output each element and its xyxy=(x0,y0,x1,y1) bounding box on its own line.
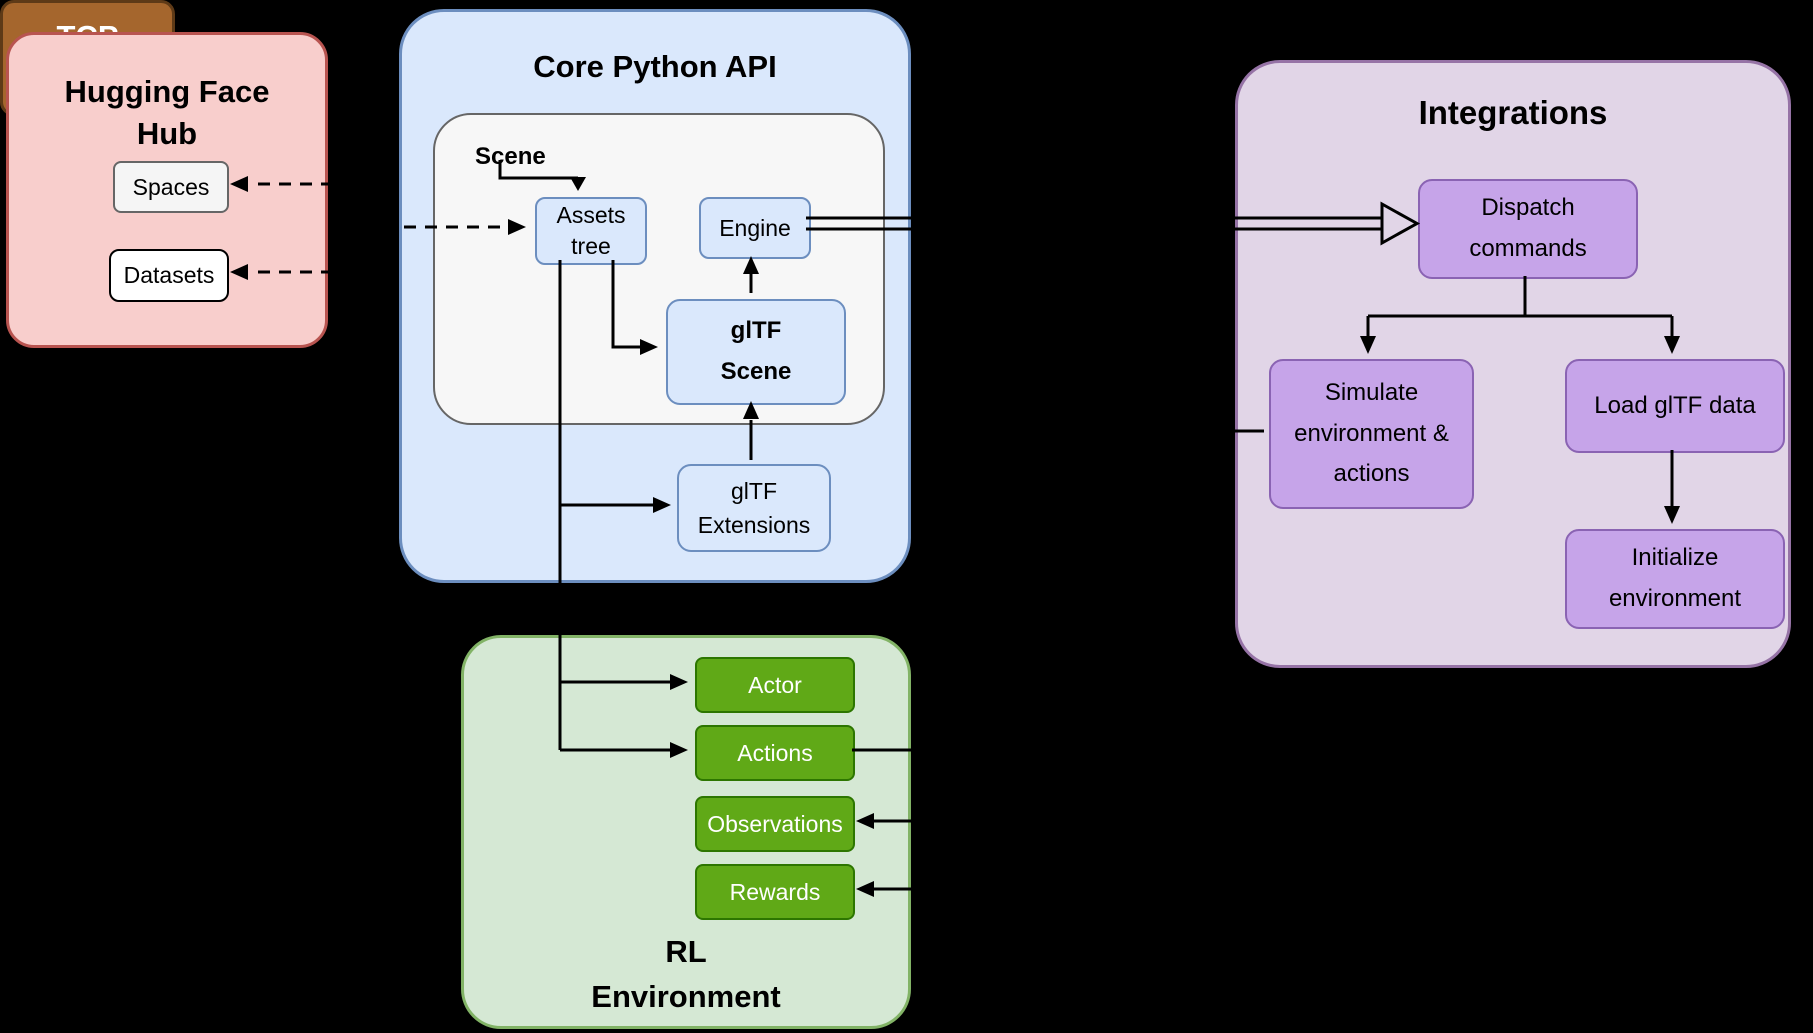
scene-subgroup-label: Scene xyxy=(475,143,546,170)
node-datasets: Datasets xyxy=(109,249,229,302)
core-python-api-title: Core Python API xyxy=(533,49,777,84)
node-gltf-scene: glTF Scene xyxy=(666,299,846,405)
node-gltf-extensions-label: glTF Extensions xyxy=(697,477,811,539)
node-engine: Engine xyxy=(699,197,811,259)
node-engine-label: Engine xyxy=(719,214,791,241)
node-actor: Actor xyxy=(695,657,855,713)
node-initialize-environment-label: Initialize environment xyxy=(1608,544,1742,612)
node-gltf-extensions: glTF Extensions xyxy=(677,464,831,552)
node-dispatch-commands: Dispatch commands xyxy=(1418,179,1638,279)
node-initialize-environment: Initialize environment xyxy=(1565,529,1785,629)
node-simulate-environment-actions: Simulate environment & actions xyxy=(1269,359,1474,509)
node-rewards-label: Rewards xyxy=(729,878,821,905)
scene-subgroup: Scene Assets tree Engine glTF Scene xyxy=(433,113,885,425)
node-dispatch-commands-label: Dispatch commands xyxy=(1469,194,1587,262)
node-rewards: Rewards xyxy=(695,864,855,920)
core-python-api-group: Core Python API Scene Assets tree Engine… xyxy=(399,9,911,583)
node-actions-label: Actions xyxy=(737,739,813,766)
node-gltf-scene-label: glTF Scene xyxy=(720,317,792,385)
node-actor-label: Actor xyxy=(748,671,802,698)
node-observations-label: Observations xyxy=(707,810,843,837)
rl-environment-title: RL Environment xyxy=(591,934,781,1014)
node-actions: Actions xyxy=(695,725,855,781)
node-load-gltf-data: Load glTF data xyxy=(1565,359,1785,453)
node-assets-tree-label: Assets tree xyxy=(556,201,626,259)
hugging-face-hub-title: Hugging Face Hub xyxy=(64,74,270,151)
node-spaces-label: Spaces xyxy=(132,173,210,200)
node-simulate-environment-actions-label: Simulate environment & actions xyxy=(1294,378,1449,488)
node-load-gltf-data-label: Load glTF data xyxy=(1594,391,1756,419)
node-observations: Observations xyxy=(695,796,855,852)
hugging-face-hub-group: Hugging Face Hub Spaces Datasets xyxy=(6,32,328,348)
node-assets-tree: Assets tree xyxy=(535,197,647,265)
rl-environment-group: RL Environment Actor Actions Observation… xyxy=(461,635,911,1029)
node-spaces: Spaces xyxy=(113,161,229,213)
integrations-title: Integrations xyxy=(1418,94,1608,131)
integrations-group: Integrations Dispatch commands Simulate … xyxy=(1235,60,1791,668)
node-datasets-label: Datasets xyxy=(123,262,215,288)
